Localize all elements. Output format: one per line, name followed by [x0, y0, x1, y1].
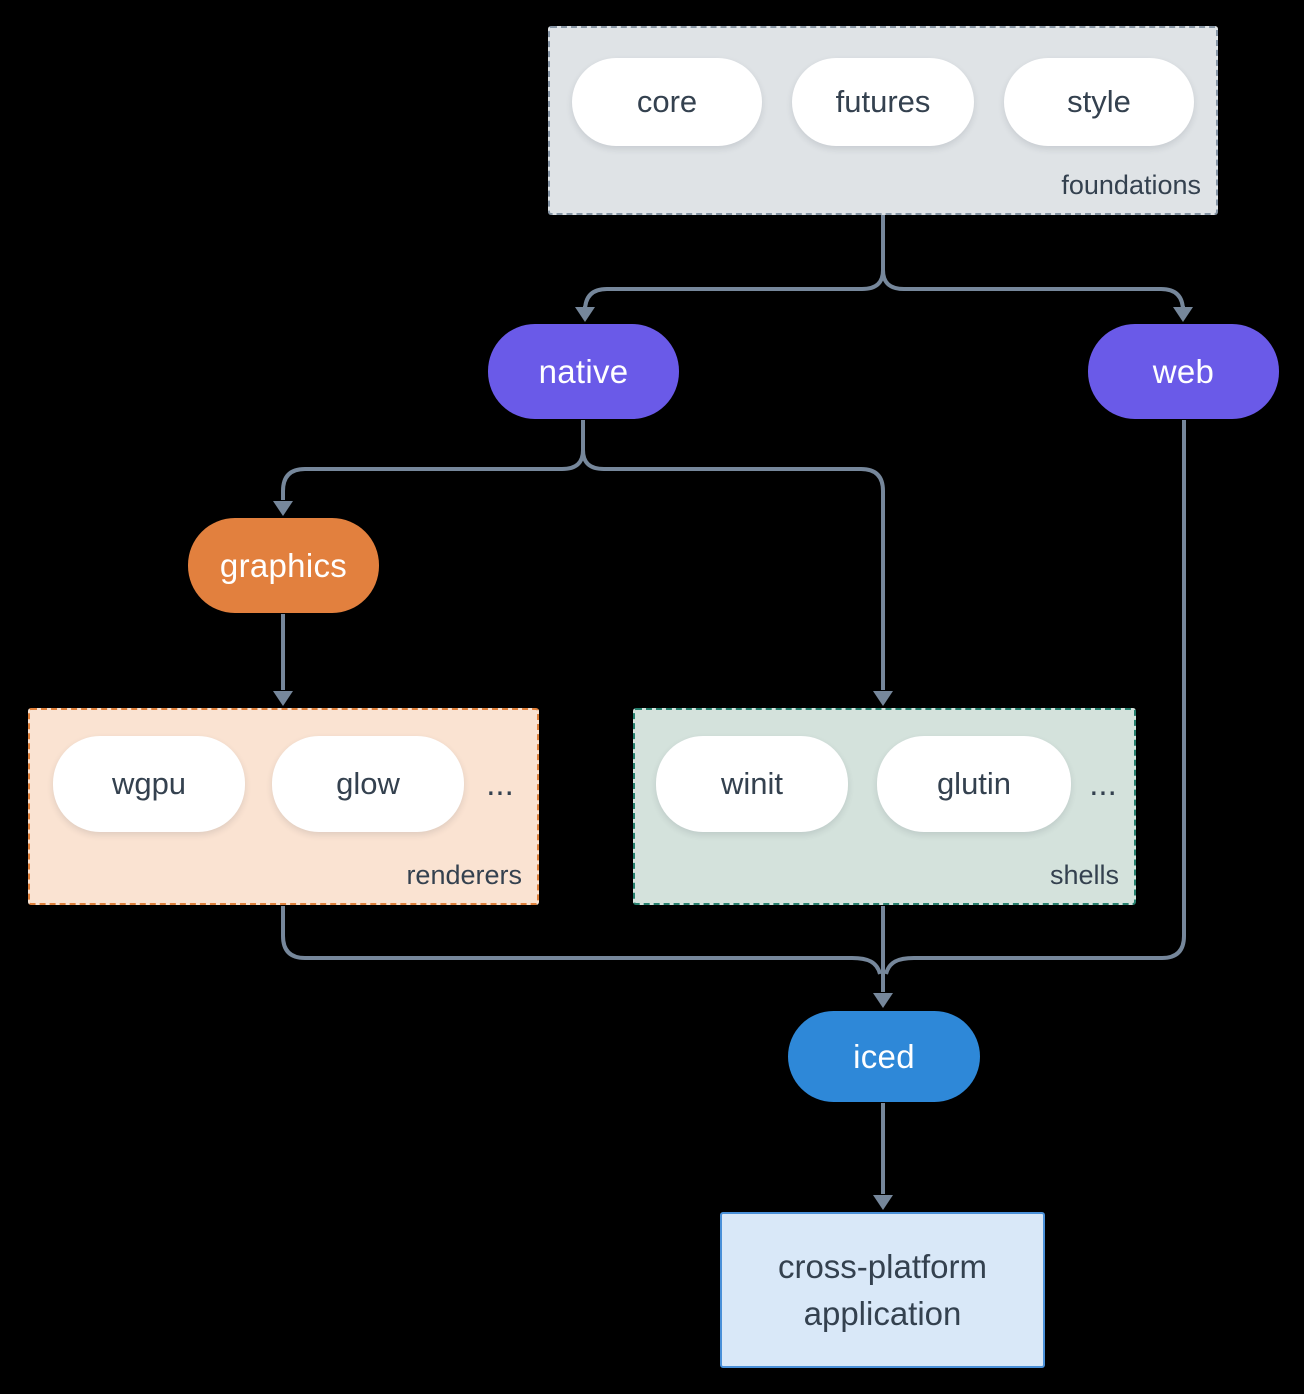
node-winit-label: winit — [720, 766, 783, 801]
node-native-label: native — [538, 352, 629, 390]
group-renderers: wgpu glow ... renderers — [28, 708, 539, 905]
renderers-ellipsis: ... — [486, 765, 514, 802]
node-glow-label: glow — [336, 766, 400, 801]
node-core-label: core — [636, 84, 698, 119]
group-foundations-label: foundations — [1061, 170, 1201, 200]
node-iced-label: iced — [853, 1037, 915, 1075]
node-application: cross-platform application — [720, 1212, 1045, 1368]
node-glutin-label: glutin — [936, 766, 1012, 801]
node-futures: futures — [792, 58, 974, 146]
group-foundations: core futures style foundations — [548, 26, 1218, 215]
node-native: native — [488, 324, 679, 419]
node-web: web — [1088, 324, 1279, 419]
connector-graphics-renderers — [273, 614, 293, 706]
node-application-line2: application — [803, 1295, 962, 1332]
group-shells-label: shells — [1049, 860, 1119, 890]
node-web-label: web — [1152, 352, 1215, 390]
node-style: style — [1004, 58, 1194, 146]
connector-native-split — [273, 420, 893, 706]
node-winit: winit — [656, 736, 848, 832]
node-graphics: graphics — [188, 518, 379, 613]
node-wgpu: wgpu — [53, 736, 245, 832]
node-wgpu-label: wgpu — [111, 766, 187, 801]
node-iced: iced — [788, 1011, 980, 1102]
node-glow: glow — [272, 736, 464, 832]
node-application-line1: cross-platform — [777, 1248, 988, 1285]
connector-iced-application — [873, 1103, 893, 1210]
node-core: core — [572, 58, 762, 146]
group-renderers-label: renderers — [406, 860, 522, 890]
shells-ellipsis: ... — [1089, 765, 1117, 802]
node-style-label: style — [1067, 84, 1131, 119]
group-shells: winit glutin ... shells — [633, 708, 1136, 905]
node-glutin: glutin — [877, 736, 1071, 832]
connector-foundations-split — [575, 215, 1193, 322]
connector-merge-iced — [281, 420, 1186, 1008]
node-graphics-label: graphics — [219, 546, 348, 584]
node-futures-label: futures — [835, 84, 931, 119]
